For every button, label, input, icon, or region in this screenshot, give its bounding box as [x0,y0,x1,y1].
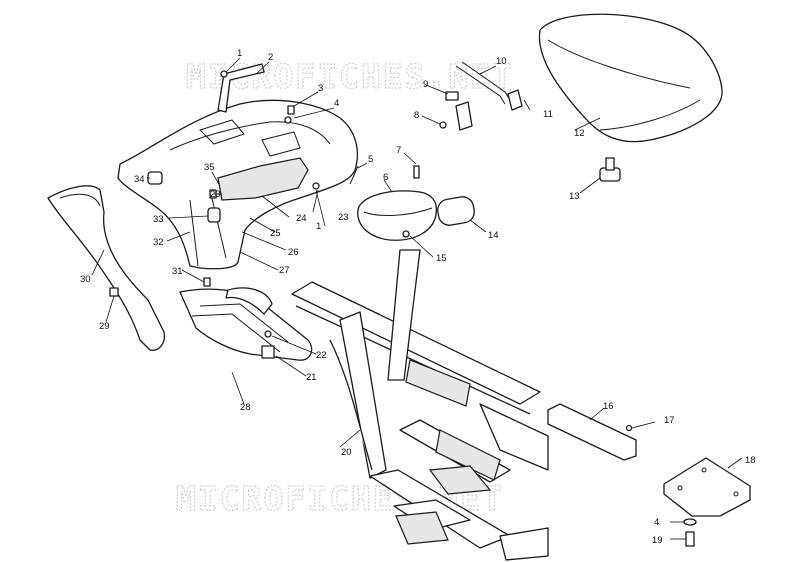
seat [538,13,723,143]
callout-4: 4 [334,98,339,109]
callout-3: 3 [318,83,323,94]
screw-7 [413,165,420,179]
callout-19: 19 [652,535,663,546]
callout-17: 17 [664,415,675,426]
callout-29: 29 [99,321,110,332]
heel-guard [225,287,273,315]
callout-26: 26 [288,247,299,258]
callout-9: 9 [423,79,428,90]
callout-28: 28 [240,402,251,413]
rear-cab [117,99,358,270]
callout-4b: 4 [654,517,659,528]
clip-29 [109,287,119,297]
callout-34: 34 [134,174,145,185]
screw-5 [349,165,359,185]
screw-22 [264,330,272,338]
callout-5: 5 [368,154,373,165]
bolt-3 [287,105,295,115]
callout-8: 8 [414,110,419,121]
callout-10: 10 [496,56,507,67]
storage-lid [437,196,475,226]
nut-1 [220,70,228,78]
callout-18: 18 [745,455,756,466]
callout-14: 14 [488,230,499,241]
pad-21 [261,345,275,359]
nut-1b [312,182,320,190]
callout-12: 12 [574,128,585,139]
callout-35: 35 [204,162,215,173]
callout-1b: 1 [316,221,321,232]
callout-15: 15 [436,253,447,264]
callout-22: 22 [316,350,327,361]
callout-30: 30 [80,274,91,285]
leader-lines [91,57,743,540]
callout-6: 6 [383,172,388,183]
callout-13: 13 [569,191,580,202]
seat-bumper [599,157,621,182]
rivet-17 [625,424,633,432]
frame [291,249,549,561]
callout-24: 24 [296,213,307,224]
callout-16: 16 [603,401,614,412]
callout-32: 32 [153,237,164,248]
callout-11: 11 [543,109,553,120]
washer-4b [683,518,697,526]
storage-box [357,190,438,241]
bolt-31 [203,277,211,287]
bolt-19 [685,531,695,547]
callout-25: 25 [270,228,281,239]
callout-33: 33 [153,214,164,225]
callout-2: 2 [268,52,273,63]
rear-bracket [547,403,637,461]
callout-7: 7 [396,145,401,156]
callout-20: 20 [341,447,352,458]
nut-15 [402,230,410,238]
callout-23b: 23 [338,212,349,223]
callout-1: 1 [237,48,242,59]
callout-labels: 1 2 3 4 5 6 7 8 9 10 11 12 13 14 15 16 1… [80,48,756,546]
skid-plate [663,457,751,517]
fasteners [109,70,697,547]
side-fender [47,185,166,351]
callout-21: 21 [306,372,317,383]
bumper-34 [147,171,163,185]
footrest [179,288,313,361]
bumper-33 [207,207,221,223]
callout-23: 23 [210,189,221,200]
washer-4 [284,116,292,124]
callout-27: 27 [279,265,290,276]
callout-31: 31 [172,266,183,277]
seat-latch [439,61,523,131]
